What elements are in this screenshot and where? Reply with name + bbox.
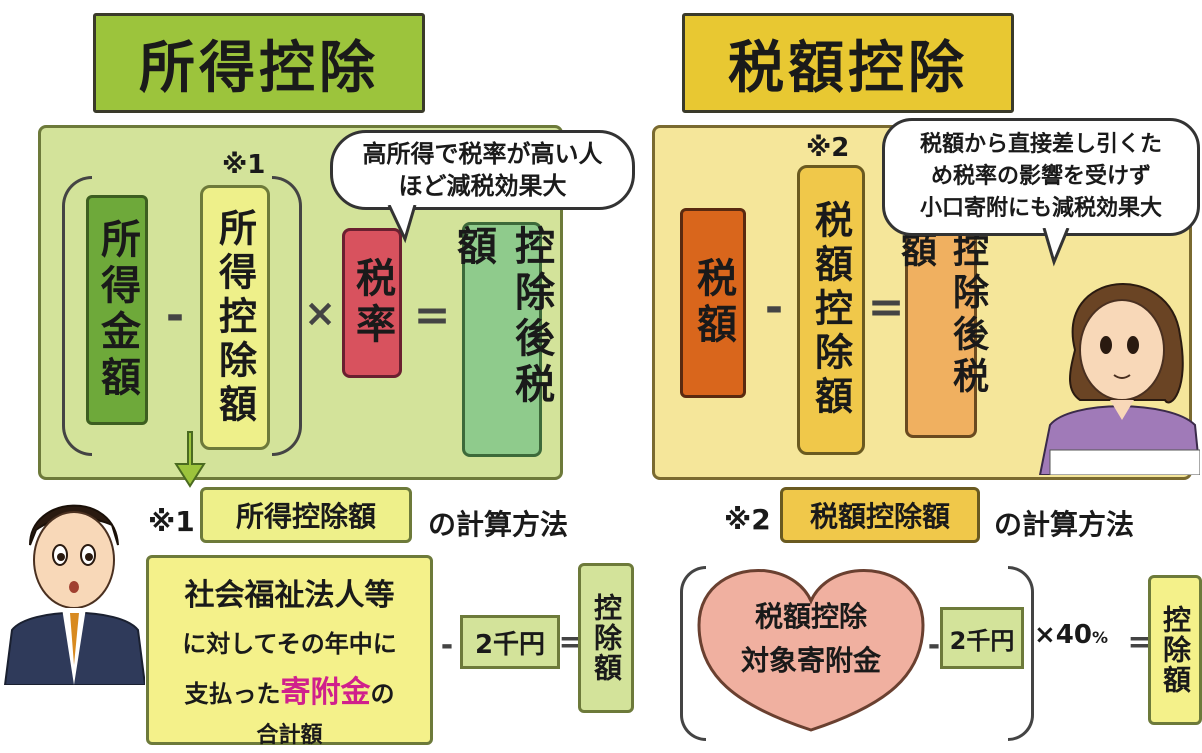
tax-box: 税額 xyxy=(680,208,746,398)
heart-line-1: 税額控除 xyxy=(754,600,867,633)
right-after-tax-box: 控除後税額 xyxy=(895,228,988,438)
heart-line-2: 対象寄附金 xyxy=(740,644,881,677)
left-speech-bubble: 高所得で税率が高い人 ほど減税効果大 xyxy=(330,130,635,210)
right-bubble-line-1: 税額から直接差し引くた xyxy=(919,132,1162,157)
right-title: 税額控除 xyxy=(682,13,1014,113)
calc1-amount-box: 2千円 xyxy=(460,615,560,669)
calc2-amount-box: 2千円 xyxy=(940,607,1024,669)
calc2-mark: ※2 xyxy=(724,503,771,536)
left-minus: - xyxy=(165,289,185,341)
left-times: × xyxy=(304,291,336,335)
heart-shape xyxy=(697,568,925,732)
right-speech-bubble: 税額から直接差し引くた め税率の影響を受けず 小口寄附にも減税効果大 xyxy=(882,118,1200,236)
right-minus: - xyxy=(764,281,784,333)
note-mark-2: ※2 xyxy=(806,133,850,163)
left-title: 所得控除 xyxy=(93,13,425,113)
calc1-line-4: 合計額 xyxy=(256,723,323,748)
calc2-rate: ×40% xyxy=(1034,620,1108,650)
right-equals: = xyxy=(867,281,905,333)
calc1-line-3: 支払った寄附金の xyxy=(149,667,430,711)
tax-rate-box: 税率 xyxy=(342,228,402,378)
calc1-line-2: に対してその年中に xyxy=(182,630,397,658)
left-paren-close xyxy=(272,176,302,456)
calc1-suffix: の計算方法 xyxy=(428,508,569,541)
calc2-result-box: 控除額 xyxy=(1148,575,1202,725)
calc1-line-1: 社会福祉法人等 xyxy=(184,578,395,613)
tax-credit-box: 税額控除額 xyxy=(797,165,865,455)
right-bubble-line-3: 小口寄附にも減税効果大 xyxy=(919,196,1162,221)
donation-highlight: 寄附金 xyxy=(280,675,371,710)
calc2-rate-percent: % xyxy=(1091,628,1108,647)
calc2-suffix: の計算方法 xyxy=(994,508,1135,541)
heart-text: 税額控除 対象寄附金 xyxy=(705,595,917,683)
calc1-line-3-pre: 支払った xyxy=(184,680,281,708)
left-after-tax-box: 控除後税額 xyxy=(450,222,554,457)
calc2-rate-value: ×40 xyxy=(1034,620,1092,650)
calc1-result-box: 控除額 xyxy=(578,563,634,713)
right-bubble-line-2: め税率の影響を受けず xyxy=(930,164,1151,189)
income-deduction-box: 所得控除額 xyxy=(200,185,270,450)
calc1-minus: - xyxy=(440,627,454,663)
calc1-label-box: 所得控除額 xyxy=(200,487,412,543)
calc2-equals: = xyxy=(1127,624,1153,660)
calc2-minus: - xyxy=(927,627,941,663)
calc1-line-3-post: の xyxy=(370,680,395,708)
calc2-label-box: 税額控除額 xyxy=(780,487,980,543)
note-mark-1: ※1 xyxy=(222,150,266,180)
calc1-mark: ※1 xyxy=(148,505,195,538)
down-arrow-icon xyxy=(174,431,206,488)
right-bubble-tail xyxy=(1042,228,1070,267)
left-equals: = xyxy=(413,289,451,341)
man-illustration xyxy=(3,504,145,685)
calc1-main-box: 社会福祉法人等 に対してその年中に 支払った寄附金の 合計額 xyxy=(146,555,433,748)
left-bubble-tail xyxy=(387,205,417,244)
woman-illustration xyxy=(1038,283,1200,475)
left-bubble-line-2: ほど減税効果大 xyxy=(398,172,567,200)
left-bubble-line-1: 高所得で税率が高い人 xyxy=(362,140,603,168)
income-box: 所得金額 xyxy=(86,195,148,425)
